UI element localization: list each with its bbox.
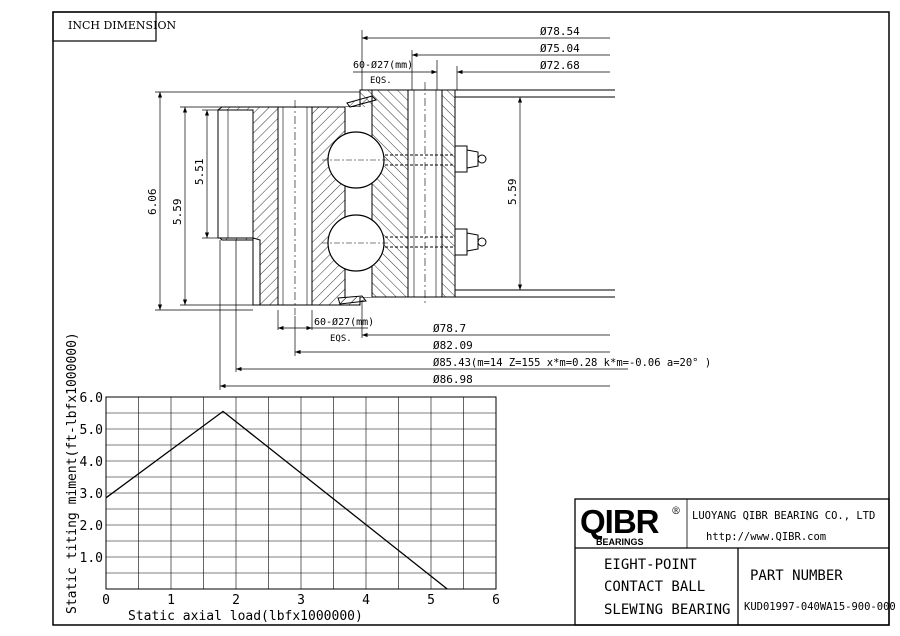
company-name: LUOYANG QIBR BEARING CO., LTD: [692, 510, 875, 522]
dim-b2: Ø82.09: [433, 339, 473, 352]
top-seal: [346, 95, 377, 108]
company-website: http://www.QIBR.com: [706, 531, 826, 543]
grease-fitting-top: [385, 145, 487, 173]
desc-line-1: EIGHT-POINT: [604, 557, 697, 573]
chart-ytick: 2.0: [80, 519, 103, 534]
chart-ytick: 6.0: [80, 391, 103, 406]
chart-ylabel: Static titing miment(ft-lbfx1000000): [65, 332, 80, 614]
desc-line-2: CONTACT BALL: [604, 579, 705, 595]
grease-fitting-bottom: [385, 228, 487, 256]
unit-label: INCH DIMENSION: [68, 19, 176, 32]
unit-label-box: INCH DIMENSION: [52, 11, 176, 42]
registered-mark: ®: [671, 506, 681, 517]
chart-xtick: 0: [102, 593, 110, 608]
dimension-lines: [155, 30, 628, 390]
dim-d1: Ø78.54: [540, 25, 580, 38]
chart-xtick: 3: [297, 593, 305, 608]
company-logo-sub: BEARINGS: [596, 537, 644, 547]
holes-top-label: 60-Ø27(mm): [353, 59, 413, 71]
holes-top-eqs: EQS.: [370, 76, 392, 86]
chart-ytick: 5.0: [80, 423, 103, 438]
chart-xtick: 2: [232, 593, 240, 608]
chart-ytick: 3.0: [80, 487, 103, 502]
dim-b4: Ø86.98: [433, 373, 473, 386]
chart-xtick: 4: [362, 593, 370, 608]
chart-ytick: 4.0: [80, 455, 103, 470]
dim-d2: Ø75.04: [540, 42, 580, 55]
height-total: 6.06: [146, 189, 159, 216]
height-outer: 5.59: [171, 199, 184, 226]
height-inner-left: 5.51: [193, 159, 206, 186]
chart-xlabel: Static axial load(lbfx1000000): [128, 609, 363, 624]
bottom-seal: [337, 295, 367, 305]
chart-xtick: 6: [492, 593, 500, 608]
load-curve: [105, 410, 448, 590]
desc-line-3: SLEWING BEARING: [604, 602, 730, 618]
company-logo: QIBR: [580, 503, 660, 540]
sheet-border: [52, 11, 890, 626]
dim-d3: Ø72.68: [540, 59, 580, 72]
holes-bottom-eqs: EQS.: [330, 334, 352, 344]
dim-b1: Ø78.7: [433, 322, 466, 335]
title-block: [574, 498, 890, 626]
dimension-texts: Ø78.54 Ø75.04 Ø72.68 60-Ø27(mm) EQS. 60-…: [146, 25, 711, 386]
bearing-section: [217, 82, 615, 315]
dim-b3: Ø85.43(m=14 Z=155 x*m=0.28 k*m=-0.06 a=2…: [433, 357, 711, 369]
chart-xtick: 1: [167, 593, 175, 608]
chart-xtick: 5: [427, 593, 435, 608]
part-number-label: PART NUMBER: [750, 568, 843, 584]
chart-ticks: 0 1 2 3 4 5 6 1.0 2.0 3.0 4.0 5.0 6.0: [80, 391, 500, 608]
chart-ytick: 1.0: [80, 551, 103, 566]
chart-grid: [105, 396, 497, 590]
part-number: KUD01997-040WA15-900-000: [744, 601, 896, 613]
height-inner-right: 5.59: [506, 179, 519, 206]
holes-bottom-label: 60-Ø27(mm): [314, 316, 374, 328]
load-chart: 0 1 2 3 4 5 6 1.0 2.0 3.0 4.0 5.0 6.0 Static axial l…: [65, 332, 500, 624]
title-block-content: QIBR BEARINGS ® LUOYANG QIBR BEARING CO.…: [580, 503, 896, 618]
